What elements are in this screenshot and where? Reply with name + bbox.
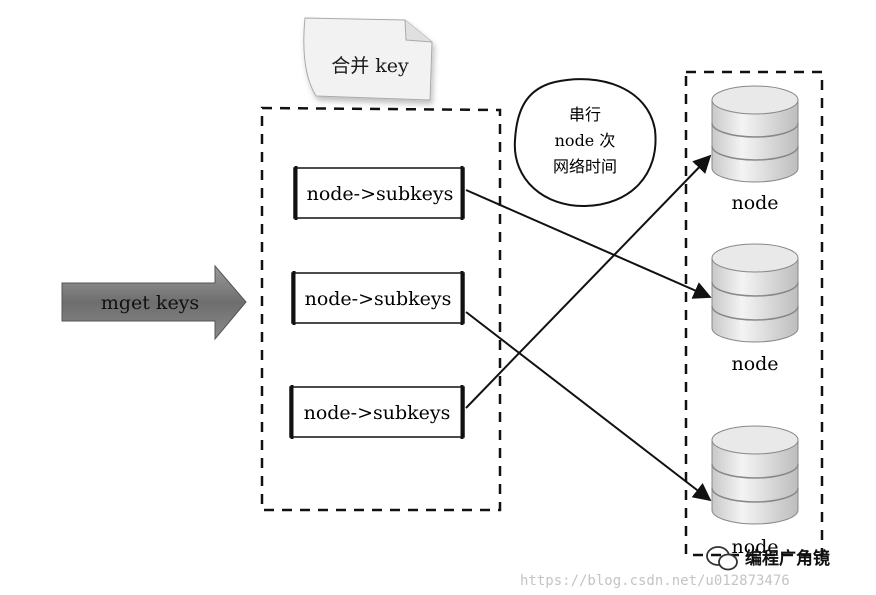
database-node: node bbox=[711, 85, 799, 214]
subkeys-label: node->subkeys bbox=[307, 183, 454, 205]
subkeys-box: node->subkeys bbox=[293, 166, 465, 220]
wechat-icon bbox=[706, 546, 738, 571]
watermark-url: https://blog.csdn.net/u012873476 bbox=[520, 573, 790, 589]
wechat-brand: 编程广角镜 bbox=[706, 546, 830, 571]
bubble-line-3: 网络时间 bbox=[553, 157, 617, 176]
node-label: node bbox=[731, 353, 778, 375]
database-node: node bbox=[711, 425, 799, 558]
merge-key-label: 合并 key bbox=[331, 55, 409, 77]
brand-label: 编程广角镜 bbox=[745, 548, 830, 569]
arrow-box3-to-node1 bbox=[465, 154, 712, 409]
bubble-line-1: 串行 bbox=[569, 105, 601, 124]
arrow-box1-to-node2 bbox=[465, 189, 712, 299]
nodes-group-border bbox=[684, 70, 824, 557]
arrow-box2-to-node3 bbox=[465, 311, 712, 502]
bubble-line-2: node 次 bbox=[555, 131, 616, 150]
subkeys-label: node->subkeys bbox=[305, 288, 452, 310]
merge-key-note: 合并 key bbox=[303, 17, 433, 101]
subkeys-label: node->subkeys bbox=[304, 402, 451, 424]
subkeys-group-border bbox=[260, 106, 502, 512]
mget-keys-label: mget keys bbox=[101, 292, 199, 314]
node-label: node bbox=[731, 192, 778, 214]
node-label: node bbox=[731, 536, 778, 558]
database-node: node bbox=[711, 243, 799, 375]
serial-network-time-bubble: 串行 node 次 网络时间 bbox=[513, 78, 657, 208]
subkeys-box: node->subkeys bbox=[289, 385, 465, 439]
mget-keys-arrow: mget keys bbox=[61, 264, 247, 341]
subkeys-box: node->subkeys bbox=[291, 271, 465, 325]
